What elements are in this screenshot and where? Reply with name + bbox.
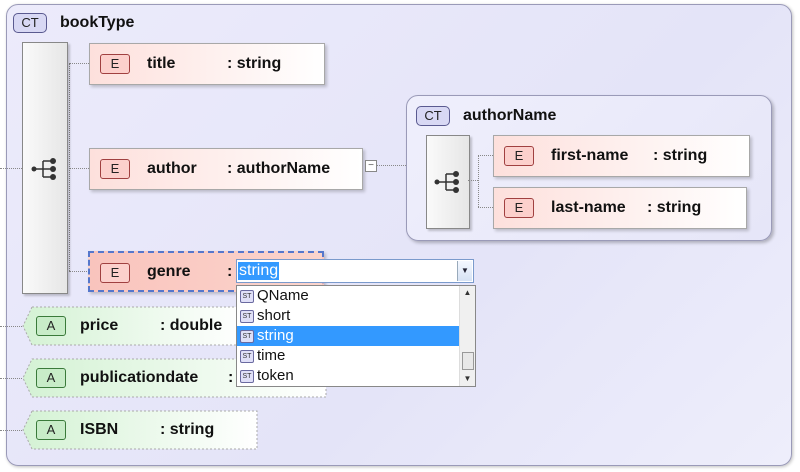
dropdown-arrow-icon[interactable]: ▼ [457, 261, 472, 281]
dropdown-scrollbar[interactable]: ▲ ▼ [459, 286, 475, 386]
element-badge: E [100, 54, 130, 74]
connector [478, 155, 479, 207]
connector [376, 165, 406, 166]
element-first-name[interactable]: E first-name : string [493, 135, 750, 177]
type-combo-box[interactable]: string ▼ [236, 259, 474, 283]
connector [69, 63, 70, 271]
element-badge: E [100, 159, 130, 179]
attribute-name: price [80, 317, 119, 334]
attribute-price[interactable]: A price : double [22, 306, 244, 346]
connector [478, 207, 493, 208]
element-name: last-name [551, 199, 626, 216]
attribute-name: publicationdate [80, 369, 199, 386]
connector [0, 378, 22, 379]
element-badge: E [504, 198, 534, 218]
element-badge: E [100, 263, 130, 283]
dropdown-option[interactable]: ST time [237, 346, 459, 366]
connector [468, 180, 478, 181]
sequence-compositor[interactable] [22, 42, 68, 294]
attribute-badge: A [36, 420, 66, 440]
connector [0, 326, 22, 327]
complex-type-badge: CT [416, 106, 450, 126]
connector [0, 430, 22, 431]
element-last-name[interactable]: E last-name : string [493, 187, 747, 229]
element-name: title [147, 55, 176, 72]
type-combo-value[interactable]: string [238, 262, 280, 280]
complex-type-badge: CT [13, 13, 47, 33]
scroll-down-icon[interactable]: ▼ [463, 374, 472, 383]
dropdown-option-selected[interactable]: ST string [237, 326, 459, 346]
element-type: : [227, 263, 233, 280]
element-name: genre [147, 263, 191, 280]
simple-type-icon: ST [240, 330, 254, 343]
dropdown-option[interactable]: ST token [237, 366, 459, 386]
element-name: first-name [551, 147, 629, 164]
booktype-title: bookType [60, 14, 135, 31]
dropdown-option[interactable]: ST QName [237, 286, 459, 306]
dropdown-option[interactable]: ST short [237, 306, 459, 326]
attribute-badge: A [36, 368, 66, 388]
element-type: : string [653, 147, 708, 164]
simple-type-icon: ST [240, 370, 254, 383]
connector [478, 155, 493, 156]
attribute-isbn[interactable]: A ISBN : string [22, 410, 258, 450]
simple-type-icon: ST [240, 290, 254, 303]
connector [0, 168, 22, 169]
element-author[interactable]: E author : authorName [89, 148, 363, 190]
element-name: author [147, 160, 197, 177]
scroll-thumb[interactable] [462, 352, 474, 370]
collapse-toggle[interactable]: − [365, 160, 377, 172]
scroll-up-icon[interactable]: ▲ [463, 288, 472, 297]
element-type: : string [647, 199, 702, 216]
simple-type-icon: ST [240, 310, 254, 323]
connector [69, 63, 89, 64]
simple-type-icon: ST [240, 350, 254, 363]
attribute-shape [22, 306, 244, 346]
sequence-icon [434, 171, 459, 193]
attribute-type: : string [160, 421, 215, 438]
attribute-type: : double [160, 317, 223, 334]
element-type: : string [227, 55, 282, 72]
connector [69, 168, 89, 169]
element-type: : authorName [227, 160, 331, 177]
attribute-badge: A [36, 316, 66, 336]
element-title[interactable]: E title : string [89, 43, 325, 85]
attribute-shape [22, 410, 258, 450]
attribute-name: ISBN [80, 421, 119, 438]
sequence-compositor[interactable] [426, 135, 470, 229]
type-dropdown-list[interactable]: ST QName ST short ST string ST time ST t… [236, 285, 476, 387]
authorname-title: authorName [463, 107, 557, 124]
element-badge: E [504, 146, 534, 166]
attribute-type: : [228, 369, 234, 386]
sequence-icon [31, 158, 56, 180]
connector [69, 271, 89, 272]
